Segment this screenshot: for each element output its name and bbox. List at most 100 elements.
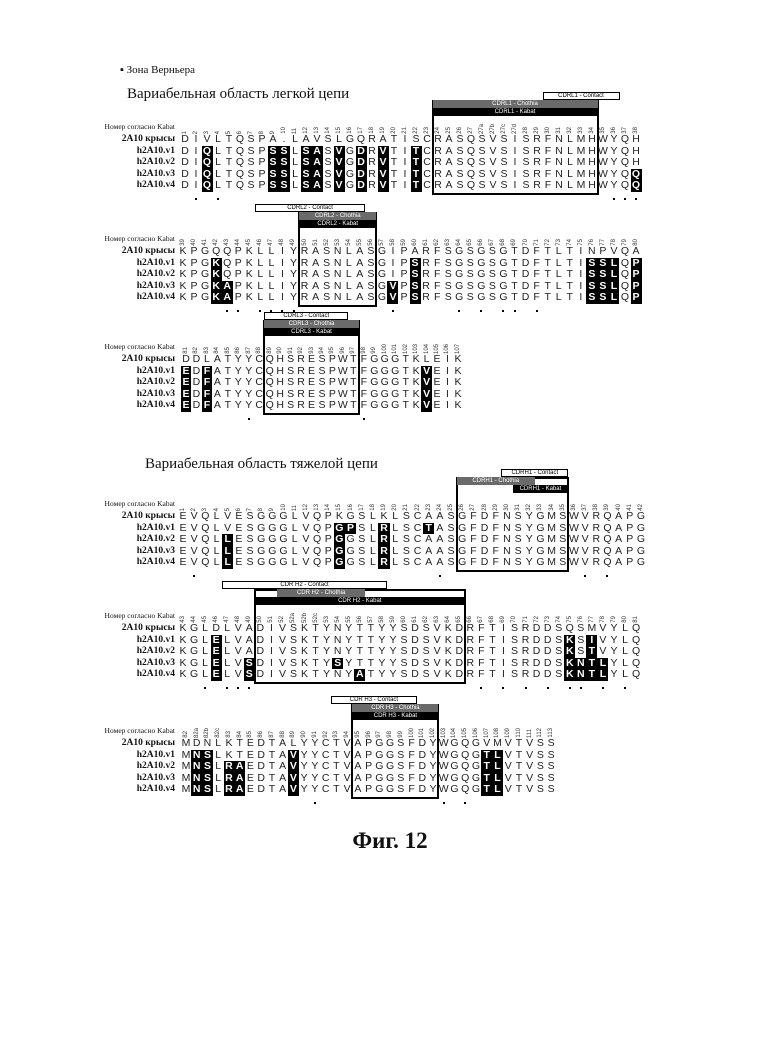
residue: S	[285, 377, 295, 389]
residue: G	[449, 784, 460, 796]
residue: A	[613, 534, 624, 546]
kabat-number: 101	[390, 340, 400, 354]
kabat-number: 7	[246, 120, 257, 134]
residue: C	[412, 557, 423, 569]
residue: V	[488, 180, 499, 192]
residue: W	[338, 377, 348, 389]
kabat-number: 49	[244, 609, 255, 623]
residue-substituted: V	[334, 180, 345, 192]
residue: G	[471, 738, 482, 750]
residue: G	[374, 761, 385, 773]
kabat-number: 30	[501, 497, 512, 511]
residue: V	[189, 511, 200, 523]
cdr-kabat-bar: CDR H3 - Kabat	[352, 712, 438, 720]
residue: E	[245, 761, 256, 773]
kabat-number: 47	[222, 609, 233, 623]
residue: Q	[460, 761, 471, 773]
vernier-zone-marker	[195, 198, 197, 200]
kabat-number: 103	[438, 724, 449, 738]
kabat-number: 52c	[310, 609, 321, 623]
kabat-number: 26	[457, 497, 468, 511]
residue: Y	[233, 354, 243, 366]
residue: L	[289, 534, 300, 546]
sequence-label: h2A10.v3	[0, 773, 175, 785]
residue: Q	[311, 557, 322, 569]
residue: F	[406, 761, 417, 773]
residue: C	[254, 400, 264, 412]
residue: A	[244, 623, 255, 635]
residue: G	[345, 157, 356, 169]
residue: N	[501, 511, 512, 523]
residue: V	[222, 511, 233, 523]
residue: V	[580, 511, 591, 523]
residue: V	[300, 557, 311, 569]
residue: I	[277, 292, 288, 304]
residue: G	[457, 557, 468, 569]
residue: G	[390, 377, 400, 389]
residue: G	[476, 269, 487, 281]
residue: S	[398, 669, 409, 681]
kabat-number: 66	[476, 232, 487, 246]
kabat-number: 108	[492, 724, 503, 738]
residue-substituted: G	[334, 557, 345, 569]
residue: L	[390, 511, 401, 523]
kabat-number: 67	[487, 232, 498, 246]
kabat-number: 43	[222, 232, 233, 246]
residue: S	[244, 557, 255, 569]
residue: G	[345, 557, 356, 569]
residue: S	[395, 761, 406, 773]
sequence-label: h2A10.v2	[0, 157, 175, 169]
kabat-number: 84	[234, 724, 245, 738]
residue: P	[233, 246, 244, 258]
residue: V	[300, 511, 311, 523]
residue: N	[332, 669, 343, 681]
residue: S	[465, 269, 476, 281]
residue: K	[411, 377, 421, 389]
residue: Q	[466, 157, 477, 169]
residue: Q	[264, 400, 274, 412]
residue: Q	[602, 557, 613, 569]
residue: I	[510, 157, 521, 169]
residue: V	[432, 623, 443, 635]
kabat-number: 48	[233, 609, 244, 623]
kabat-number: 22	[412, 497, 423, 511]
kabat-number: 82a	[191, 724, 202, 738]
residue: S	[317, 377, 327, 389]
residue: L	[200, 669, 211, 681]
residue: P	[624, 557, 635, 569]
residue: S	[411, 134, 422, 146]
residue: P	[257, 134, 268, 146]
residue: F	[468, 557, 479, 569]
residue: K	[244, 269, 255, 281]
residue: L	[390, 534, 401, 546]
residue: V	[608, 246, 619, 258]
vernier-zone-marker	[443, 802, 445, 804]
residue: G	[635, 557, 646, 569]
residue: T	[223, 354, 233, 366]
residue-substituted: G	[334, 534, 345, 546]
residue-substituted: A	[354, 669, 365, 681]
kabat-number: 79	[608, 609, 619, 623]
residue-substituted: S	[268, 157, 279, 169]
residue: T	[348, 377, 358, 389]
residue: A	[277, 784, 288, 796]
residue: V	[524, 784, 535, 796]
kabat-number: 82c	[213, 724, 224, 738]
kabat-number: 45	[200, 609, 211, 623]
cdr-chothia-bar: CDRL2 - Chothia	[299, 212, 376, 220]
kabat-number: 59	[398, 232, 409, 246]
residue: C	[422, 134, 433, 146]
residue: Y	[233, 400, 243, 412]
vernier-zone-marker	[193, 575, 195, 577]
residue: R	[433, 157, 444, 169]
kabat-number: 103	[411, 340, 421, 354]
residue: S	[487, 246, 498, 258]
residue: L	[255, 269, 266, 281]
kabat-number: 90	[275, 340, 285, 354]
kabat-number: 33	[576, 120, 587, 134]
residue: T	[542, 246, 553, 258]
kabat-number: 97	[374, 724, 385, 738]
kabat-number: 98	[359, 340, 369, 354]
residue: K	[224, 738, 235, 750]
residue: R	[367, 157, 378, 169]
